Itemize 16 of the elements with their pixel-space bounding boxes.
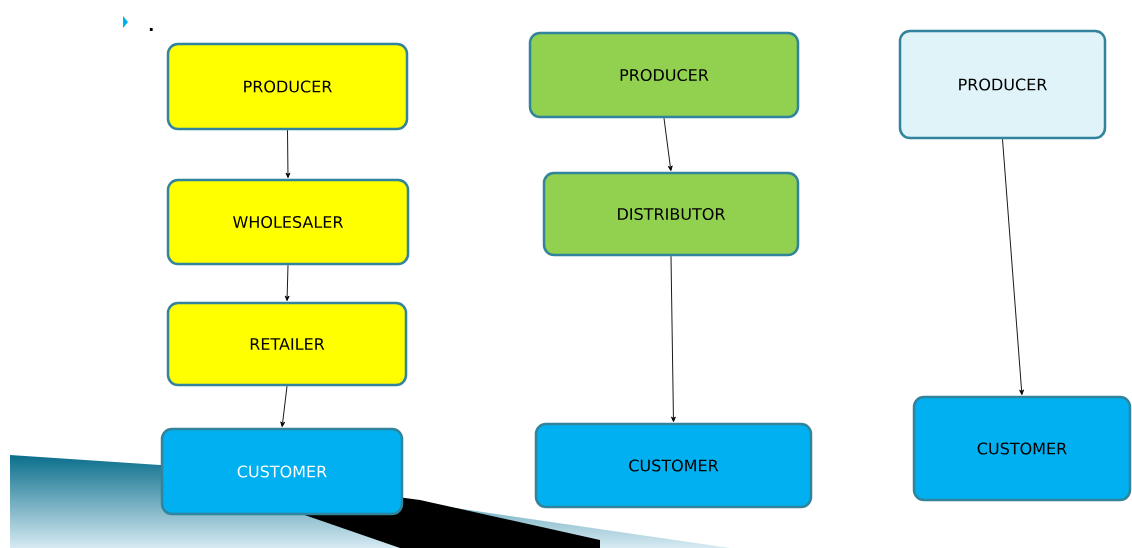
arrow [1002,138,1024,396]
process-box: CUSTOMER [534,422,813,509]
process-box: CUSTOMER [912,395,1132,502]
process-box: PRODUCER [166,42,409,131]
process-box: WHOLESALER [166,178,410,266]
process-box: PRODUCER [528,31,800,119]
arrow [285,129,291,179]
arrow [670,255,676,423]
process-box: RETAILER [166,301,408,387]
arrow [663,117,673,172]
arrow [284,264,290,302]
process-box: PRODUCER [898,29,1107,140]
process-box: DISTRIBUTOR [542,171,800,257]
arrow [280,385,288,428]
process-box: CUSTOMER [160,427,404,516]
label-text: . [149,27,153,31]
